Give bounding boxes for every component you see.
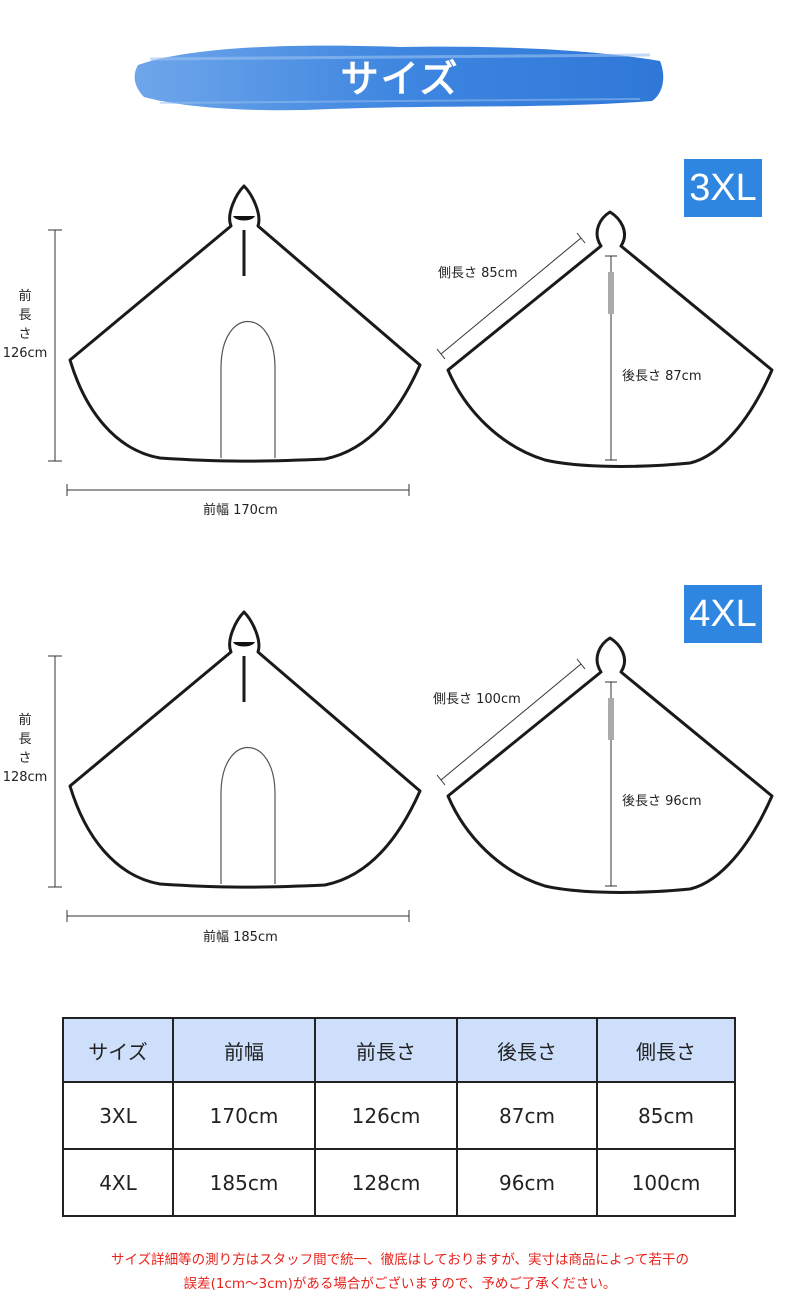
table-header-cell: サイズ: [62, 1017, 174, 1083]
back-zipper: [608, 698, 614, 740]
back-length-label-4xl: 後長さ 96cm: [622, 794, 702, 809]
front-length-label-4xl: 前 長 さ 128cm: [2, 713, 48, 785]
disclaimer-note: サイズ詳細等の測り方はスタッフ間で統一、徹底はしておりますが、実寸は商品によって…: [0, 1248, 800, 1296]
table-cell: 96cm: [456, 1148, 598, 1217]
table-header-row: サイズ 前幅 前長さ 後長さ 側長さ: [62, 1017, 736, 1083]
side-length-dimension: [436, 658, 586, 786]
front-width-dimension: [66, 910, 410, 922]
side-length-dimension: [436, 232, 586, 360]
table-header-cell: 前幅: [172, 1017, 316, 1083]
table-cell: 170cm: [172, 1081, 316, 1150]
size-badge-4xl: 4XL: [684, 585, 762, 643]
table-cell: 126cm: [314, 1081, 458, 1150]
table-header-cell: 側長さ: [596, 1017, 736, 1083]
back-poncho-outline: [446, 636, 774, 894]
front-poncho-outline: [68, 610, 422, 889]
front-length-dimension: [48, 655, 62, 888]
title-brush-stroke: [134, 45, 664, 111]
front-length-label-3xl: 前 長 さ 126cm: [2, 289, 48, 361]
back-zipper: [608, 272, 614, 314]
table-cell: 85cm: [596, 1081, 736, 1150]
table-cell: 185cm: [172, 1148, 316, 1217]
table-cell: 100cm: [596, 1148, 736, 1217]
table-header-cell: 前長さ: [314, 1017, 458, 1083]
side-length-label-4xl: 側長さ 100cm: [433, 692, 521, 707]
size-badge-3xl: 3XL: [684, 159, 762, 217]
back-poncho-outline: [446, 210, 774, 468]
note-line-2: 誤差(1cm〜3cm)がある場合がございますので、予めご了承ください。: [183, 1276, 617, 1292]
front-width-label-4xl: 前幅 185cm: [203, 930, 278, 945]
front-length-dimension: [48, 229, 62, 462]
hood-opening: [233, 642, 255, 647]
diagram-4xl: [48, 610, 774, 922]
front-poncho-outline: [68, 184, 422, 463]
side-length-label-3xl: 側長さ 85cm: [438, 266, 518, 281]
front-opening: [220, 746, 276, 884]
table-row: 4XL 185cm 128cm 96cm 100cm: [62, 1148, 736, 1217]
front-width-label-3xl: 前幅 170cm: [203, 503, 278, 518]
table-row: 3XL 170cm 126cm 87cm 85cm: [62, 1081, 736, 1150]
table-cell: 3XL: [62, 1081, 174, 1150]
size-table: サイズ 前幅 前長さ 後長さ 側長さ 3XL 170cm 126cm 87cm …: [62, 1017, 736, 1217]
front-width-dimension: [66, 484, 410, 496]
front-opening: [220, 320, 276, 458]
back-length-label-3xl: 後長さ 87cm: [622, 369, 702, 384]
page-title: サイズ: [340, 57, 460, 101]
table-cell: 128cm: [314, 1148, 458, 1217]
diagram-3xl: [48, 184, 774, 496]
table-cell: 4XL: [62, 1148, 174, 1217]
note-line-1: サイズ詳細等の測り方はスタッフ間で統一、徹底はしておりますが、実寸は商品によって…: [111, 1252, 689, 1268]
table-header-cell: 後長さ: [456, 1017, 598, 1083]
hood-opening: [233, 216, 255, 221]
table-cell: 87cm: [456, 1081, 598, 1150]
